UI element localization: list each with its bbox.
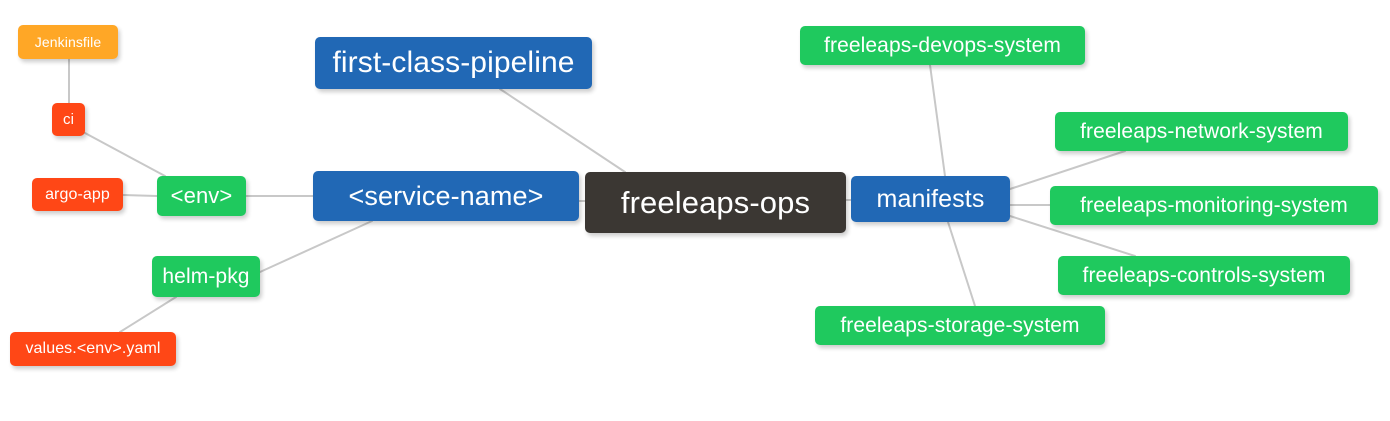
edge-first-class-pipeline-to-freeleaps-ops (499, 88, 626, 173)
node-first-class-pipeline[interactable]: first-class-pipeline (315, 37, 592, 89)
node-service-name[interactable]: <service-name> (313, 171, 579, 221)
node-label-env: <env> (170, 183, 233, 208)
node-label-ci: ci (62, 111, 75, 128)
edge-helm-pkg-to-values-env-yaml (119, 296, 177, 333)
node-freeleaps-storage-system[interactable]: freeleaps-storage-system (815, 306, 1105, 345)
node-manifests[interactable]: manifests (851, 176, 1010, 222)
node-label-freeleaps-controls-system: freeleaps-controls-system (1082, 264, 1326, 287)
node-label-freeleaps-network-system: freeleaps-network-system (1080, 120, 1323, 143)
node-label-values-env-yaml: values.<env>.yaml (25, 340, 161, 357)
node-label-first-class-pipeline: first-class-pipeline (332, 46, 575, 79)
node-label-service-name: <service-name> (348, 180, 544, 211)
node-freeleaps-devops-system[interactable]: freeleaps-devops-system (800, 26, 1085, 65)
node-env[interactable]: <env> (157, 176, 246, 216)
node-values-env-yaml[interactable]: values.<env>.yaml (10, 332, 176, 366)
node-label-freeleaps-monitoring-system: freeleaps-monitoring-system (1080, 194, 1348, 217)
node-label-helm-pkg: helm-pkg (162, 265, 250, 288)
node-label-freeleaps-devops-system: freeleaps-devops-system (824, 34, 1061, 57)
node-helm-pkg[interactable]: helm-pkg (152, 256, 260, 297)
edge-manifests-to-freeleaps-devops-system (929, 64, 946, 177)
edge-manifests-to-freeleaps-network-system (1009, 150, 1126, 190)
node-freeleaps-controls-system[interactable]: freeleaps-controls-system (1058, 256, 1350, 295)
edge-manifests-to-freeleaps-storage-system (947, 221, 976, 307)
node-freeleaps-monitoring-system[interactable]: freeleaps-monitoring-system (1050, 186, 1378, 225)
edge-service-name-to-helm-pkg (259, 220, 373, 273)
node-ci[interactable]: ci (52, 103, 85, 136)
node-argo-app[interactable]: argo-app (32, 178, 123, 211)
edge-argo-app-to-env (122, 194, 158, 197)
node-label-argo-app: argo-app (45, 185, 110, 203)
node-freeleaps-ops[interactable]: freeleaps-ops (585, 172, 846, 233)
node-label-jenkinsfile: Jenkinsfile (34, 34, 102, 50)
edge-ci-to-env (84, 132, 166, 177)
node-label-freeleaps-ops: freeleaps-ops (620, 185, 811, 220)
node-jenkinsfile[interactable]: Jenkinsfile (18, 25, 118, 59)
node-label-manifests: manifests (876, 184, 985, 213)
node-freeleaps-network-system[interactable]: freeleaps-network-system (1055, 112, 1348, 151)
node-label-freeleaps-storage-system: freeleaps-storage-system (840, 314, 1080, 337)
